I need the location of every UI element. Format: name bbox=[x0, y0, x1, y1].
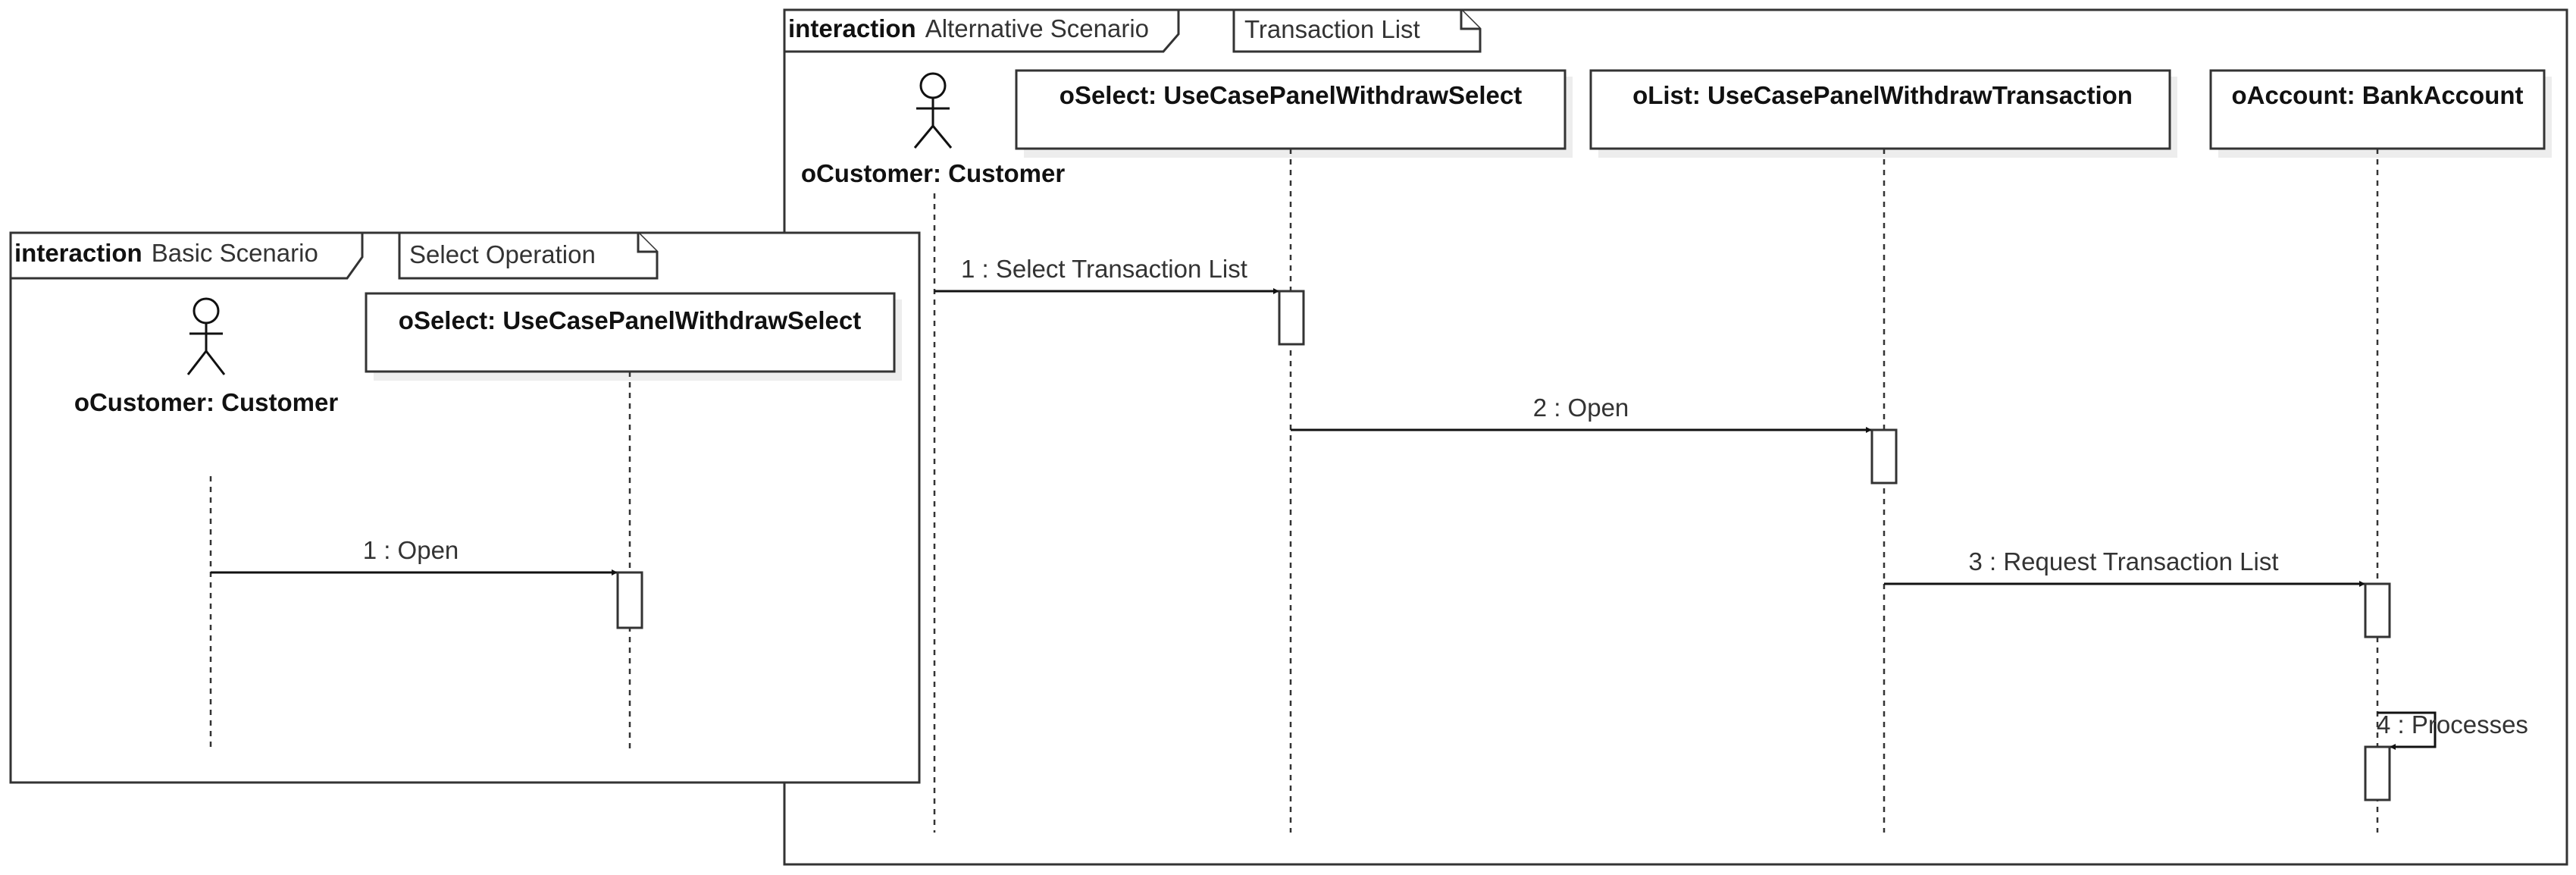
alt-activation-list bbox=[1870, 428, 1898, 485]
basic-frame-tab bbox=[9, 231, 364, 280]
alt-lifeline-list-head: oList: UseCasePanelWithdrawTransaction bbox=[1589, 69, 2177, 158]
actor-icon bbox=[913, 72, 953, 149]
alternative-scenario-frame: interaction Alternative Scenario Transac… bbox=[783, 8, 2568, 866]
alt-lifeline-list-label: oList: UseCasePanelWithdrawTransaction bbox=[1632, 81, 2133, 109]
alt-message-4-self: 4 : Processes bbox=[2377, 710, 2528, 750]
alt-message-3-label: 3 : Request Transaction List bbox=[1968, 547, 2278, 575]
alt-message-1: 1 : Select Transaction List bbox=[934, 255, 1279, 294]
basic-scenario-frame: interaction Basic Scenario Select Operat… bbox=[9, 231, 921, 784]
basic-frame-title: interaction Basic Scenario bbox=[14, 239, 318, 267]
alt-frame-title: interaction Alternative Scenario bbox=[788, 14, 1149, 42]
basic-note: Select Operation bbox=[398, 231, 659, 280]
basic-message-1: 1 : Open bbox=[211, 536, 618, 575]
alt-frame-tab bbox=[783, 8, 1180, 53]
alt-note: Transaction List bbox=[1232, 8, 1482, 53]
alt-activation-account bbox=[2364, 582, 2391, 638]
alt-lifeline-select-label: oSelect: UseCasePanelWithdrawSelect bbox=[1060, 81, 1522, 109]
alt-activation-account-self bbox=[2364, 745, 2391, 801]
alt-customer-actor: oCustomer: Customer bbox=[801, 72, 1066, 187]
alt-lifeline-account-label: oAccount: BankAccount bbox=[2231, 81, 2523, 109]
basic-note-text: Select Operation bbox=[409, 240, 596, 268]
alt-message-2: 2 : Open bbox=[1291, 394, 1872, 433]
actor-icon bbox=[186, 297, 226, 375]
basic-message-1-label: 1 : Open bbox=[363, 536, 459, 564]
alt-message-4-label: 4 : Processes bbox=[2377, 710, 2528, 739]
basic-activation-select bbox=[616, 571, 643, 629]
alt-lifeline-account-head: oAccount: BankAccount bbox=[2209, 69, 2552, 158]
alt-message-2-label: 2 : Open bbox=[1533, 394, 1629, 422]
alt-actor-label: oCustomer: Customer bbox=[801, 159, 1066, 187]
alt-activation-select bbox=[1278, 290, 1305, 346]
alt-lifeline-select-head: oSelect: UseCasePanelWithdrawSelect bbox=[1015, 69, 1573, 158]
basic-actor-label: oCustomer: Customer bbox=[74, 388, 339, 416]
alt-message-3: 3 : Request Transaction List bbox=[1884, 547, 2365, 587]
basic-lifeline-select-head: oSelect: UseCasePanelWithdrawSelect bbox=[365, 292, 902, 381]
basic-lifeline-select-label: oSelect: UseCasePanelWithdrawSelect bbox=[399, 306, 861, 334]
alt-note-text: Transaction List bbox=[1244, 15, 1420, 43]
alt-message-1-label: 1 : Select Transaction List bbox=[961, 255, 1247, 283]
basic-customer-actor: oCustomer: Customer bbox=[74, 297, 339, 416]
